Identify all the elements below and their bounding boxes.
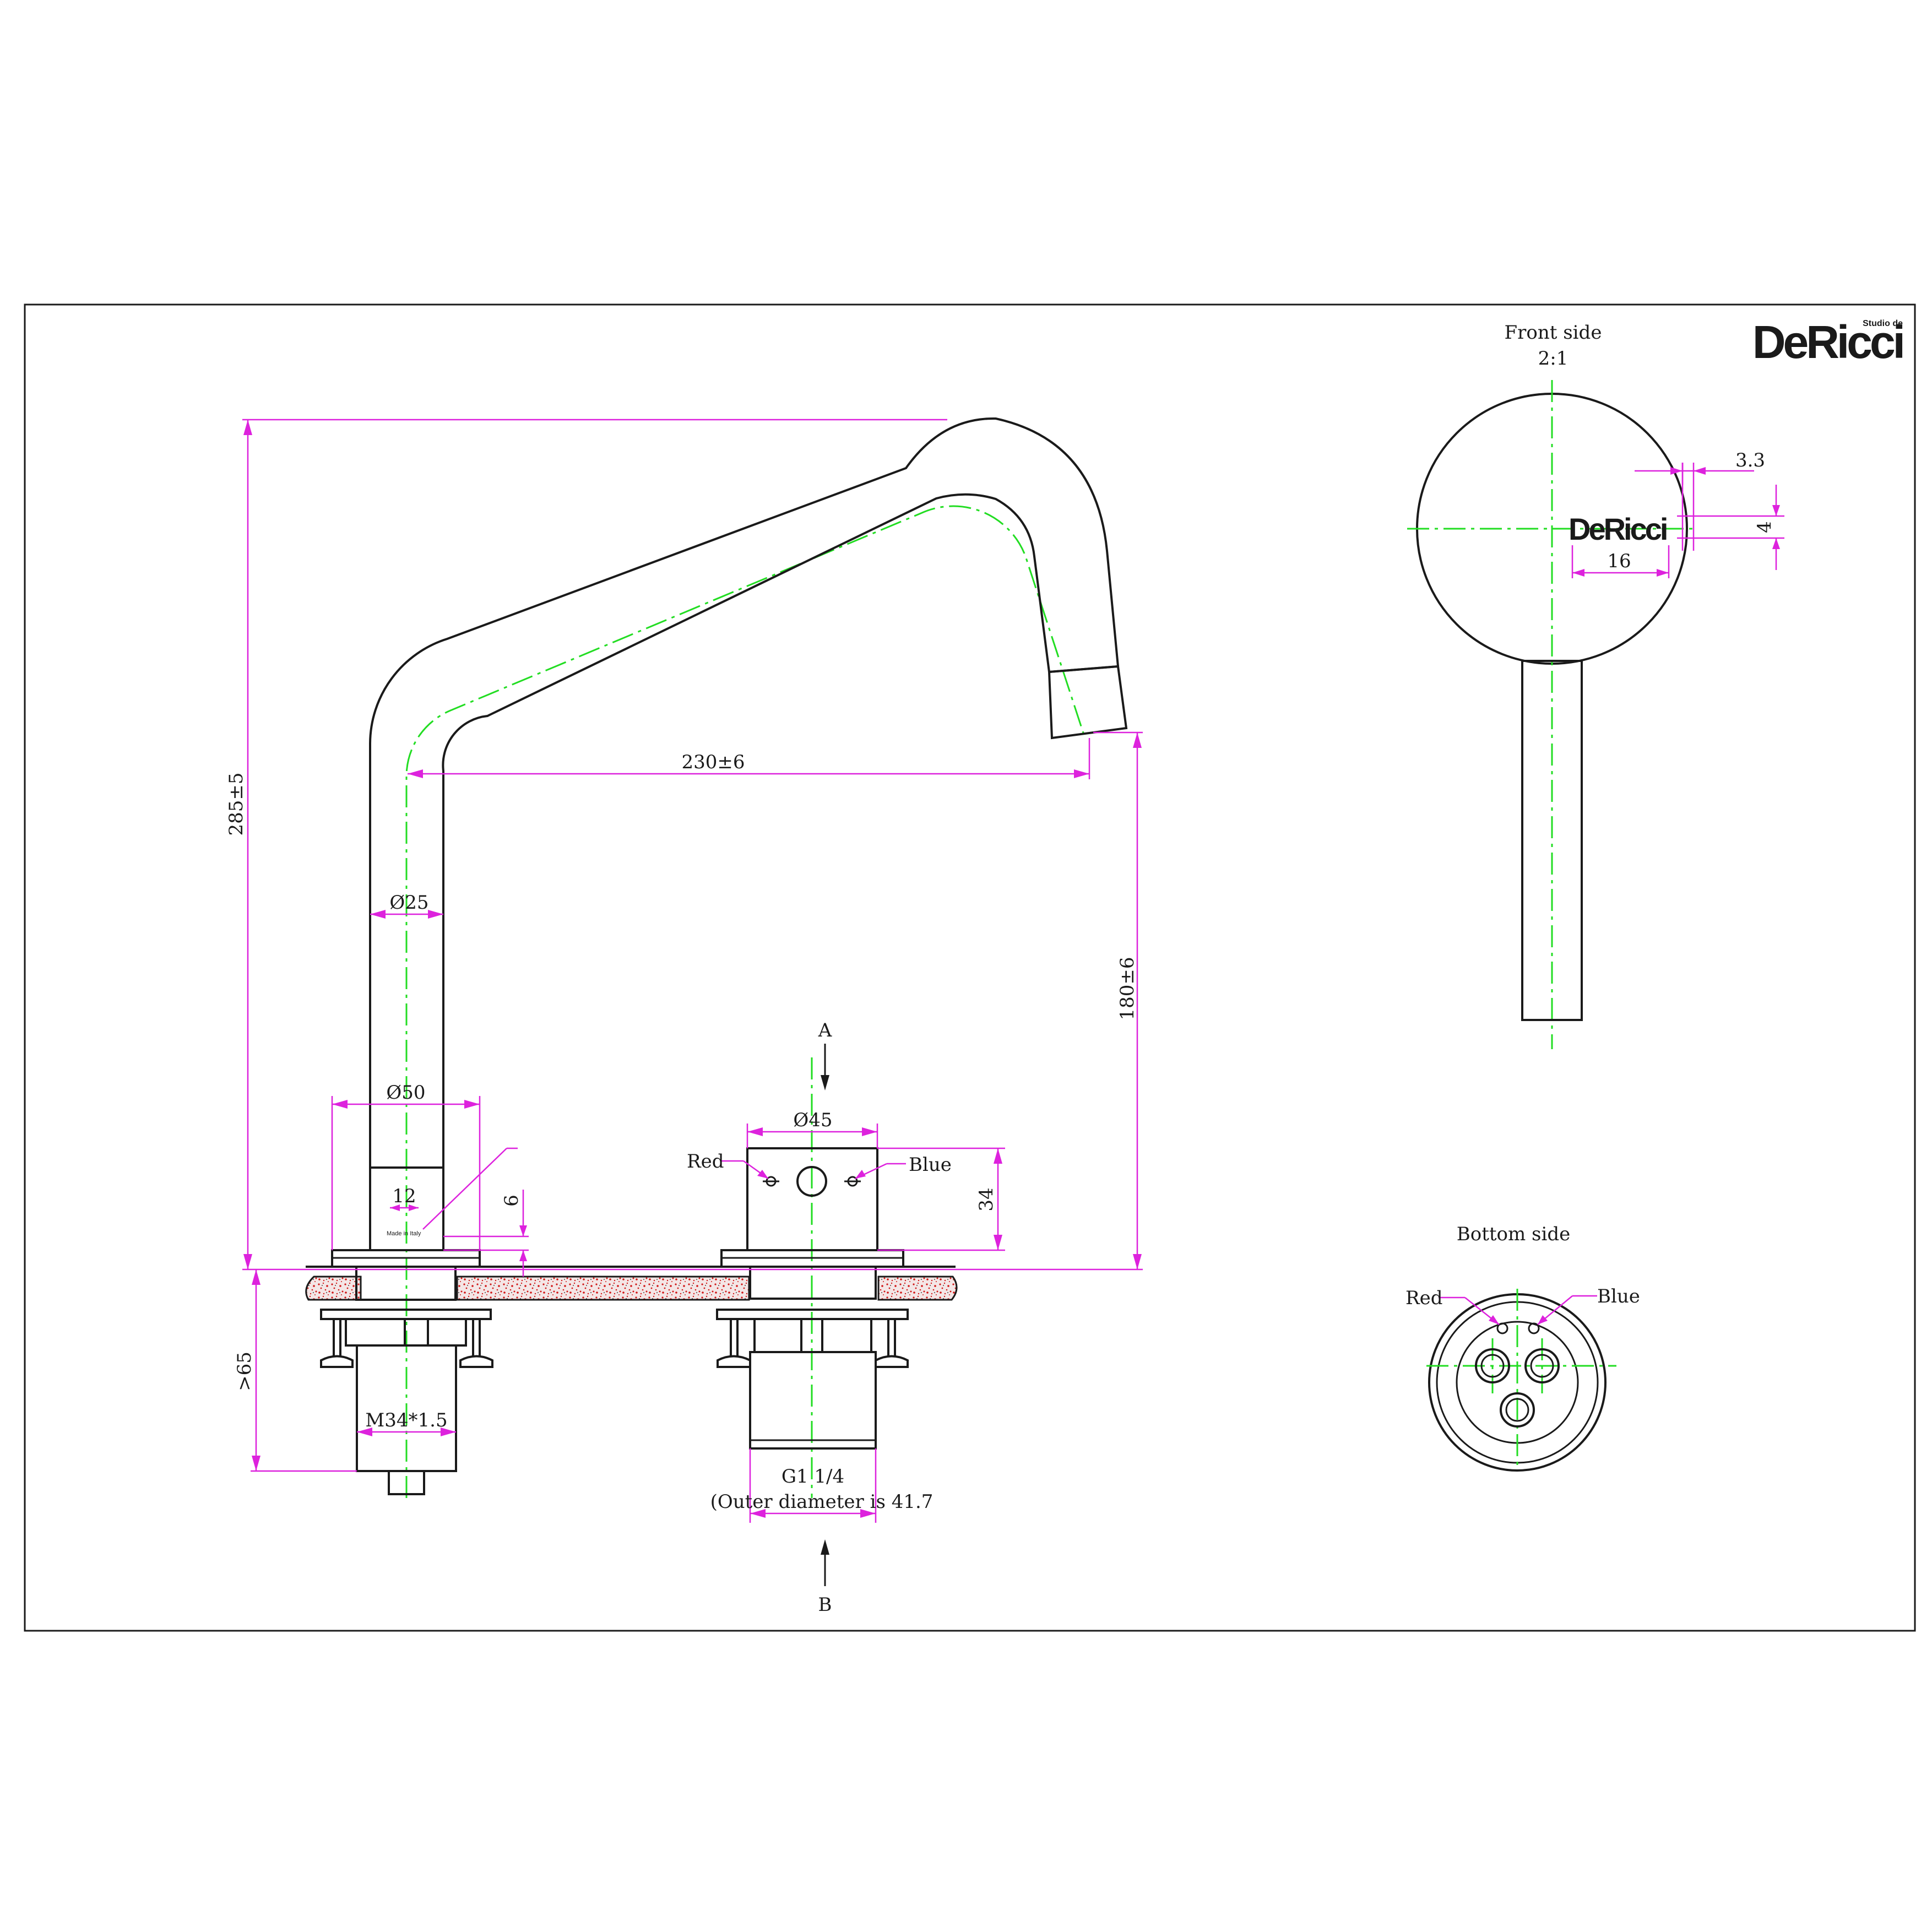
- spout-outer-outline: [369, 417, 1119, 1250]
- dim-mixer-diameter: Ø45: [793, 1109, 832, 1131]
- mixer-body: [746, 1147, 878, 1251]
- dim-below-deck: >65: [234, 1352, 256, 1391]
- spout-aerator-edge: [1049, 665, 1119, 673]
- mixer-threaded-shank: [749, 1351, 877, 1450]
- bottom-blue-dot: [1528, 1322, 1540, 1334]
- bottom-outlet: [1500, 1392, 1535, 1428]
- bottom-red-dot: [1496, 1322, 1508, 1334]
- section-marker-b: B: [818, 1594, 832, 1616]
- label-red-bottom: Red: [1405, 1287, 1443, 1309]
- dim-spout-height: 180±6: [1116, 957, 1138, 1020]
- bottom-view-title: Bottom side: [1457, 1223, 1571, 1245]
- dim-total-height: 285±5: [225, 772, 247, 835]
- label-blue-mixer: Blue: [909, 1154, 952, 1176]
- countertop-section-mid: [456, 1276, 750, 1301]
- dim-thread-note: (Outer diameter is 41.7: [710, 1491, 934, 1513]
- dimensions-main: 285±5 230±6 180±6 Ø25 Ø50 12 Made i: [225, 419, 1143, 1523]
- dim-base-diameter: Ø50: [386, 1082, 425, 1104]
- dim-spout-reach: 230±6: [681, 751, 745, 773]
- front-logo-engraving: DeRicci: [1569, 512, 1667, 546]
- mixer-handle-hole: [796, 1166, 827, 1197]
- countertop-section-left: [305, 1276, 362, 1301]
- dim-logo-height: 3.3: [1735, 449, 1765, 471]
- section-marker-a: A: [818, 1019, 832, 1041]
- spout-centerline: [405, 505, 1086, 1498]
- label-red-mixer: Red: [687, 1150, 724, 1173]
- dim-spout-diameter: Ø25: [389, 892, 428, 914]
- front-side-view: Front side 2:1 DeRicci 3.3 4 16: [1407, 322, 1784, 1049]
- dim-logo-width: 16: [1607, 550, 1631, 572]
- brand-logo-tagline: Studio de: [1863, 319, 1903, 328]
- drawing-frame: [24, 303, 1916, 1632]
- spout-side-view: [331, 417, 1128, 1498]
- dim-thread-spout: M34*1.5: [365, 1409, 447, 1431]
- spout-inner-outline: [442, 493, 1050, 1168]
- dim-thread-mixer: G1 1/4: [782, 1466, 844, 1488]
- brand-logo: DeRicci Studio de: [1752, 316, 1906, 368]
- brand-logo-text: DeRicci: [1752, 316, 1903, 368]
- made-in-italy-mark: Made in Italy: [387, 1230, 421, 1237]
- dim-mixer-height: 34: [975, 1187, 997, 1211]
- bottom-red-inlet: [1475, 1348, 1510, 1383]
- section-markers: A B: [818, 1019, 832, 1616]
- dim-mark-height: 6: [501, 1195, 523, 1207]
- dim-logo-text-height: 4: [1754, 521, 1776, 533]
- dim-mark-offset: 12: [392, 1185, 416, 1207]
- front-view-scale: 2:1: [1538, 348, 1569, 370]
- front-handle-lever: [1521, 660, 1583, 1021]
- spout-underdeck: [320, 1266, 493, 1495]
- label-blue-bottom: Blue: [1597, 1285, 1640, 1307]
- bottom-side-view: Bottom side Red Blue: [1405, 1223, 1640, 1472]
- countertop: [305, 1266, 958, 1301]
- mixer-underdeck: [716, 1266, 909, 1450]
- front-view-title: Front side: [1505, 322, 1602, 344]
- bottom-blue-inlet: [1524, 1348, 1560, 1383]
- spout-aerator: [1048, 665, 1128, 740]
- countertop-section-right: [877, 1276, 958, 1301]
